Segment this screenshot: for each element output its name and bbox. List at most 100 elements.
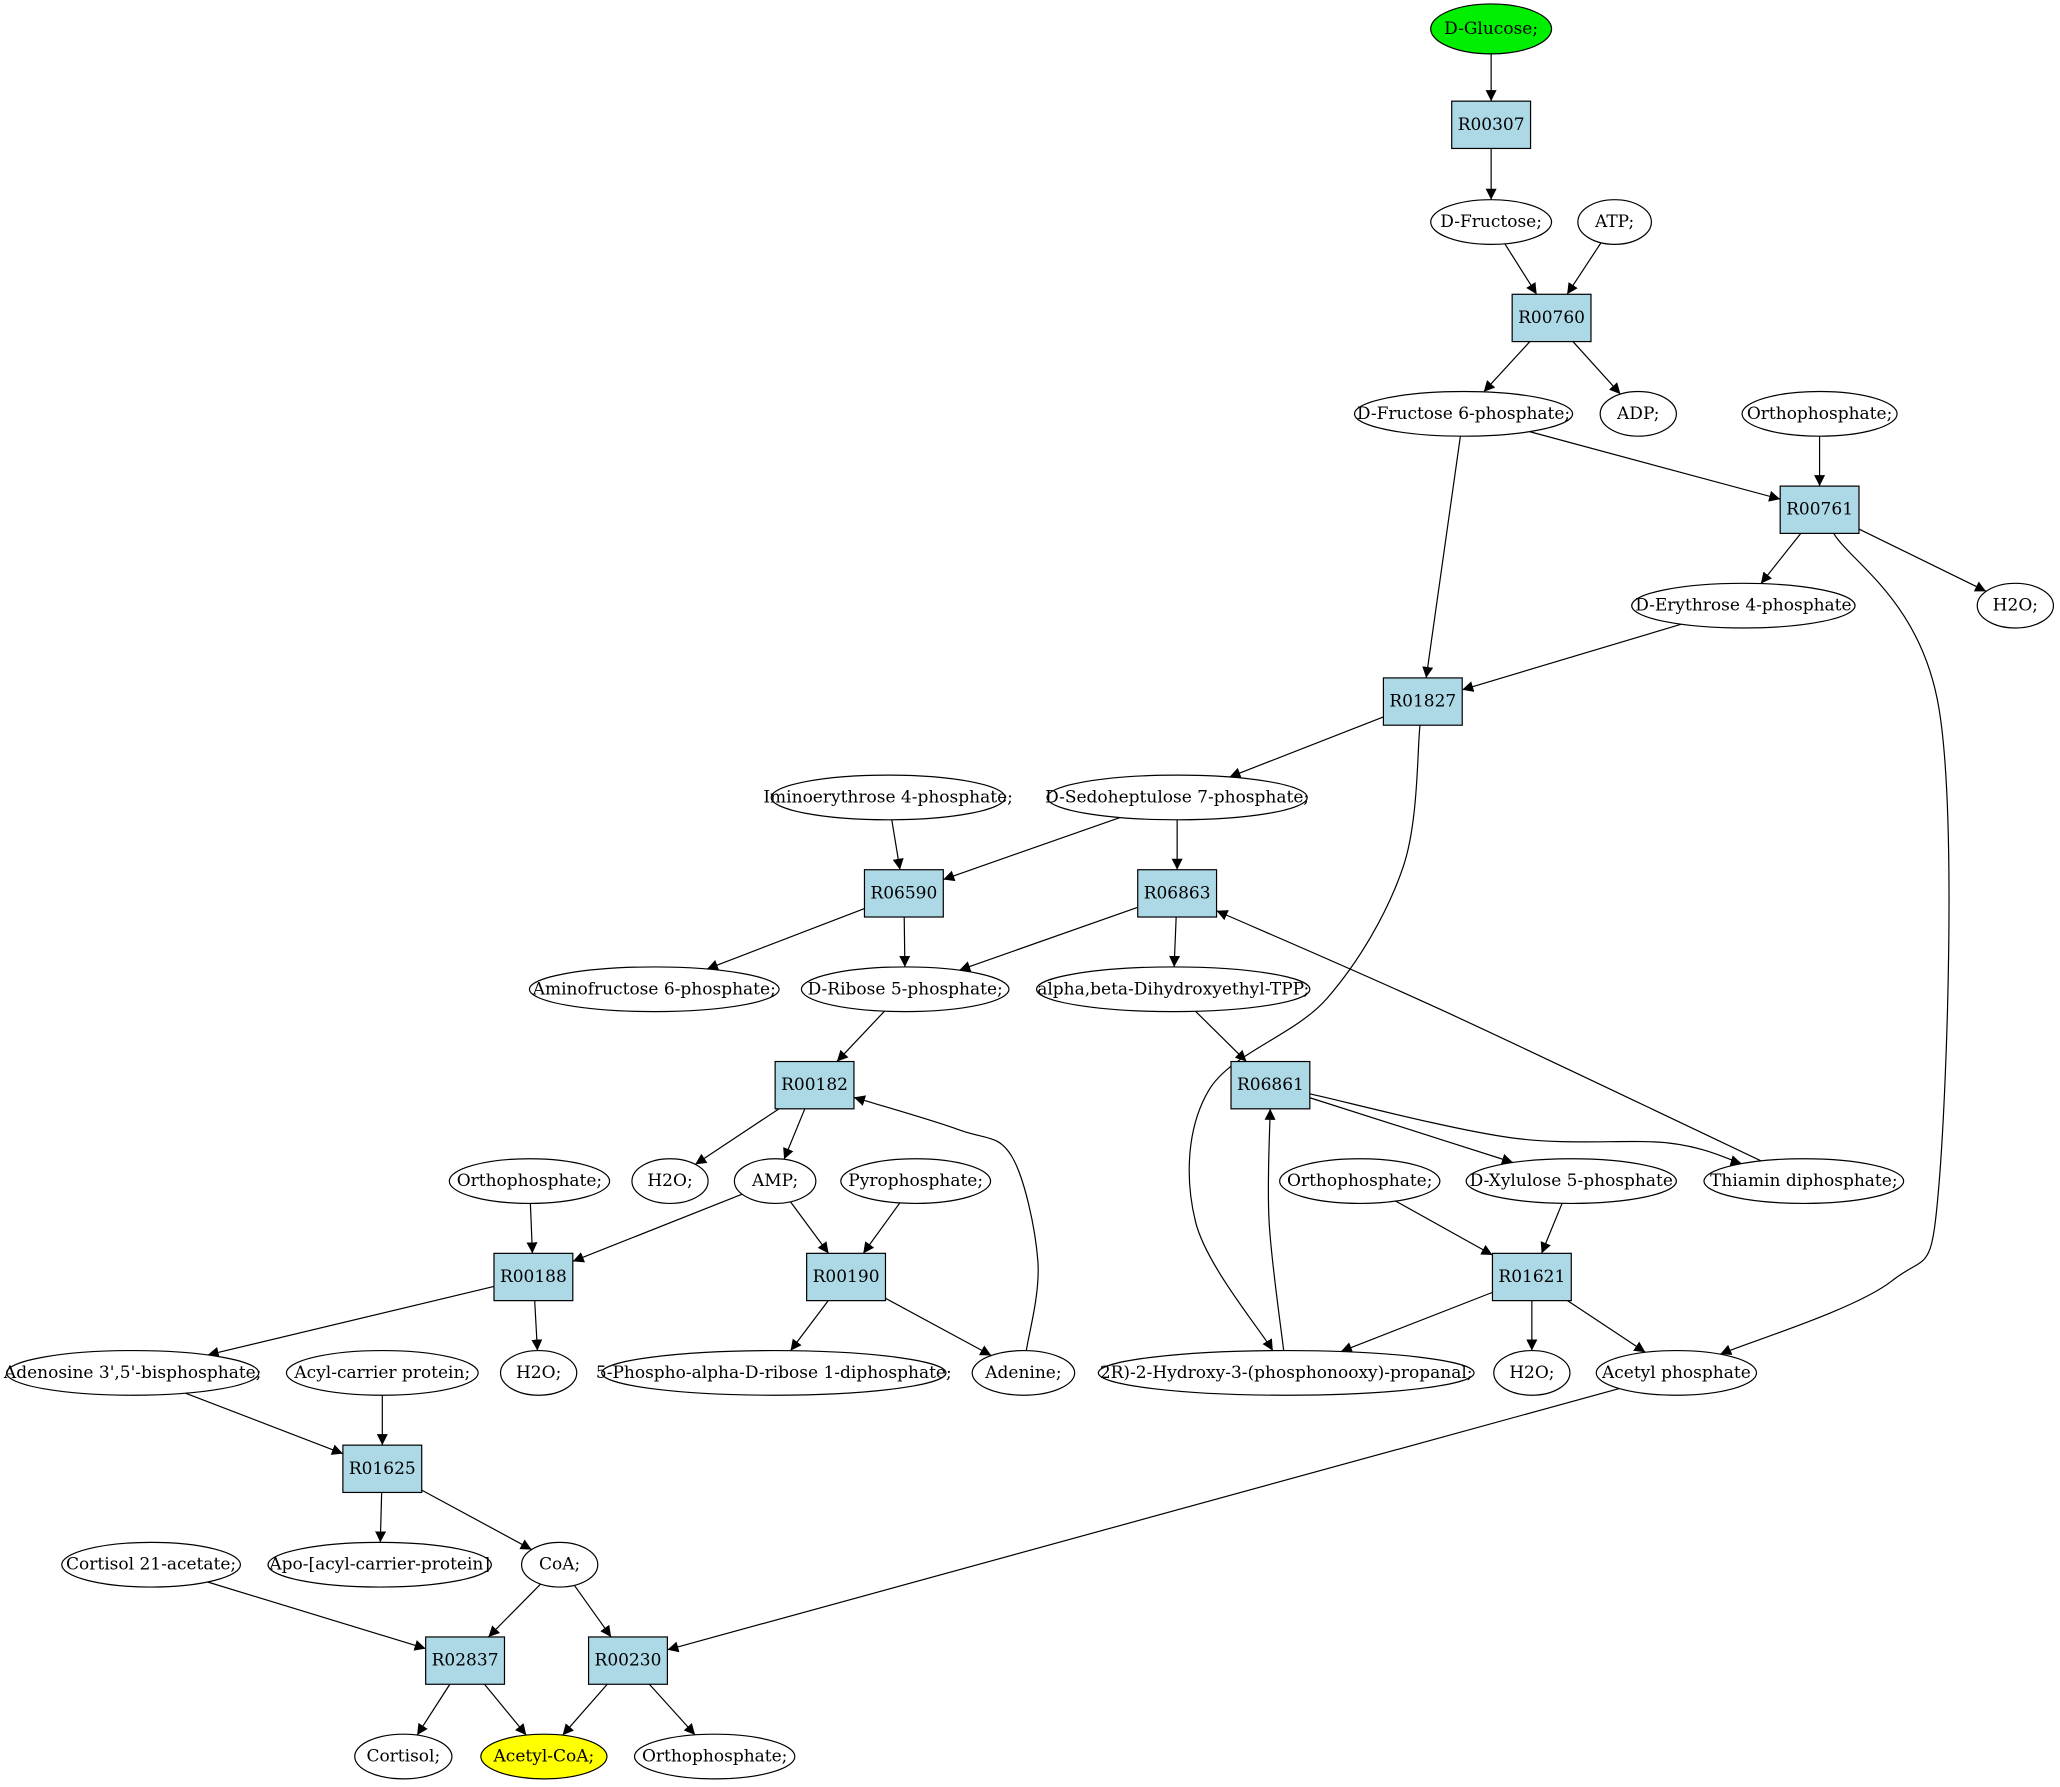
compound-ellipse-orthophosphate-4 [633,1733,796,1780]
node-label-orthophosphate-1: Orthophosphate; [1747,404,1892,424]
edge-r00761-to-h2o-1 [1858,528,1987,592]
edge-r01621-to-acetyl-phosphate [1567,1300,1646,1353]
compound-node-d-fructose-6p: D-Fructose 6-phosphate; [1353,390,1574,437]
compound-ellipse-pyrophosphate [840,1158,992,1205]
edge-r06863-to-dihydroxyethyl-tpp [1169,916,1181,967]
edge-hydroxy-phosphonooxy-propanal-to-r06861 [1264,1108,1285,1351]
edge-layer [185,53,1987,1736]
reaction-node-r06861: R06861 [1230,1060,1311,1110]
edge-d-erythrose-4p-to-r01827 [1462,623,1682,692]
reaction-node-r01621: R01621 [1491,1252,1572,1302]
node-label-thiamin-dp: Thiamin diphosphate; [1710,1171,1897,1191]
edge-d-ribose-5p-to-r00182 [836,1010,885,1062]
reaction-box-r00761 [1779,485,1860,534]
node-label-r06863: R06863 [1144,883,1211,903]
edge-r06861-to-thiamin-dp [1309,1093,1742,1166]
compound-ellipse-adp [1599,390,1677,437]
reaction-node-r00307: R00307 [1451,100,1532,150]
compound-node-acyl-carrier-protein: Acyl-carrier protein; [285,1349,479,1396]
edge-r00760-to-d-fructose-6p [1483,341,1531,393]
edge-orthophosphate-2-to-r00188 [526,1203,538,1254]
reaction-box-r01827 [1382,677,1463,726]
node-label-apo-acp: Apo-[acyl-carrier-protein] [268,1555,490,1575]
edge-r00190-to-adenine [885,1297,992,1357]
edge-orthophosphate-3-to-r01621 [1395,1200,1493,1256]
reaction-box-r00188 [493,1252,574,1302]
edge-r06863-to-d-ribose-5p [959,906,1138,972]
compound-node-d-erythrose-4p: D-Erythrose 4-phosphate [1631,582,1856,629]
node-label-adp: ADP; [1616,404,1659,424]
edge-adenine-to-r00182 [853,1095,1039,1351]
compound-ellipse-thiamin-dp [1703,1158,1905,1205]
compound-ellipse-d-ribose-5p [800,966,1010,1013]
node-label-pyrophosphate: Pyrophosphate; [848,1171,983,1191]
node-label-orthophosphate-2: Orthophosphate; [457,1171,602,1191]
compound-ellipse-d-glucose [1430,3,1553,55]
compound-node-adenine: Adenine; [971,1349,1076,1396]
reaction-box-r00760 [1511,293,1592,343]
compound-ellipse-h2o-1 [1976,582,2055,629]
node-label-adenosine-35-bp: Adenosine 3',5'-bisphosphate; [3,1363,262,1383]
node-label-r00188: R00188 [500,1267,567,1287]
compound-node-apo-acp: Apo-[acyl-carrier-protein] [267,1541,492,1588]
compound-ellipse-orthophosphate-1 [1741,390,1898,437]
compound-node-thiamin-dp: Thiamin diphosphate; [1703,1158,1905,1205]
node-label-hydroxy-phosphonooxy-propanal: 2R)-2-Hydroxy-3-(phosphonooxy)-propanal; [1100,1363,1473,1383]
edge-r01625-to-apo-acp [375,1492,387,1543]
edge-coa-to-r00230 [573,1584,612,1638]
reaction-node-r06863: R06863 [1137,869,1218,918]
compound-node-d-fructose: D-Fructose; [1430,199,1553,245]
node-label-dihydroxyethyl-tpp: alpha,beta-Dihydroxyethyl-TPP; [1037,979,1309,999]
compound-ellipse-acyl-carrier-protein [285,1349,479,1396]
compound-ellipse-orthophosphate-3 [1279,1158,1441,1205]
edge-r00188-to-h2o-3 [531,1300,543,1351]
edge-d-fructose-to-r00760 [1504,243,1538,295]
reaction-node-r00188: R00188 [493,1252,574,1302]
compound-ellipse-adenine [971,1349,1076,1396]
node-label-acetyl-coa: Acetyl-CoA; [493,1747,595,1767]
edge-r00230-to-orthophosphate-4 [648,1683,696,1736]
edge-r02837-to-cortisol [416,1683,451,1736]
compound-ellipse-h2o-3 [499,1349,578,1396]
edge-acetyl-phosphate-to-r00230 [667,1387,1620,1653]
node-label-d-sedoheptulose-7p: D-Sedoheptulose 7-phosphate; [1045,787,1309,807]
compound-ellipse-d-fructose-6p [1353,390,1574,437]
compound-node-h2o-2: H2O; [631,1158,709,1205]
compound-ellipse-cortisol-21-acetate [61,1541,242,1588]
compound-node-orthophosphate-2: Orthophosphate; [448,1158,611,1205]
compound-ellipse-h2o-4 [1493,1349,1571,1396]
reaction-box-r02837 [425,1636,506,1685]
edge-r01621-to-hydroxy-phosphonooxy-propanal [1340,1291,1493,1353]
edge-dihydroxyethyl-tpp-to-r06861 [1195,1010,1247,1062]
node-label-r01827: R01827 [1389,692,1456,712]
compound-ellipse-cortisol [354,1733,453,1780]
reaction-box-r06590 [863,869,944,918]
compound-node-d-sedoheptulose-7p: D-Sedoheptulose 7-phosphate; [1045,774,1309,821]
reaction-node-r06590: R06590 [863,869,944,918]
node-label-iminoerythrose-4p: Iminoerythrose 4-phosphate; [763,787,1013,807]
node-label-r00761: R00761 [1786,500,1853,520]
compound-node-aminofructose-6p: Aminofructose 6-phosphate; [528,966,780,1013]
node-label-amp: AMP; [751,1171,798,1191]
compound-node-cortisol-21-acetate: Cortisol 21-acetate; [61,1541,242,1588]
compound-ellipse-dihydroxyethyl-tpp [1035,966,1311,1013]
edge-r06590-to-aminofructose-6p [706,907,865,971]
edge-thiamin-dp-to-r06863 [1216,910,1762,1162]
edge-r00761-to-acetyl-phosphate [1719,533,1950,1355]
compound-node-dihydroxyethyl-tpp: alpha,beta-Dihydroxyethyl-TPP; [1035,966,1311,1013]
compound-ellipse-acetyl-coa [480,1733,608,1780]
compound-node-phospho-ribose-dp: 5-Phospho-alpha-D-ribose 1-diphosphate; [596,1349,952,1396]
node-label-d-ribose-5p: D-Ribose 5-phosphate; [808,979,1003,999]
edge-amp-to-r00190 [789,1201,830,1254]
compound-node-cortisol: Cortisol; [354,1733,453,1780]
edge-d-fructose-6p-to-r00761 [1529,431,1781,502]
reaction-node-r00182: R00182 [774,1060,855,1110]
node-label-aminofructose-6p: Aminofructose 6-phosphate; [532,979,776,999]
reaction-box-r00190 [806,1252,887,1302]
compound-ellipse-aminofructose-6p [528,966,780,1013]
reaction-box-r01621 [1491,1252,1572,1302]
compound-ellipse-iminoerythrose-4p [770,774,1006,821]
compound-node-atp: ATP; [1577,199,1653,245]
node-label-h2o-3: H2O; [516,1363,561,1383]
edge-coa-to-r02837 [487,1583,542,1638]
